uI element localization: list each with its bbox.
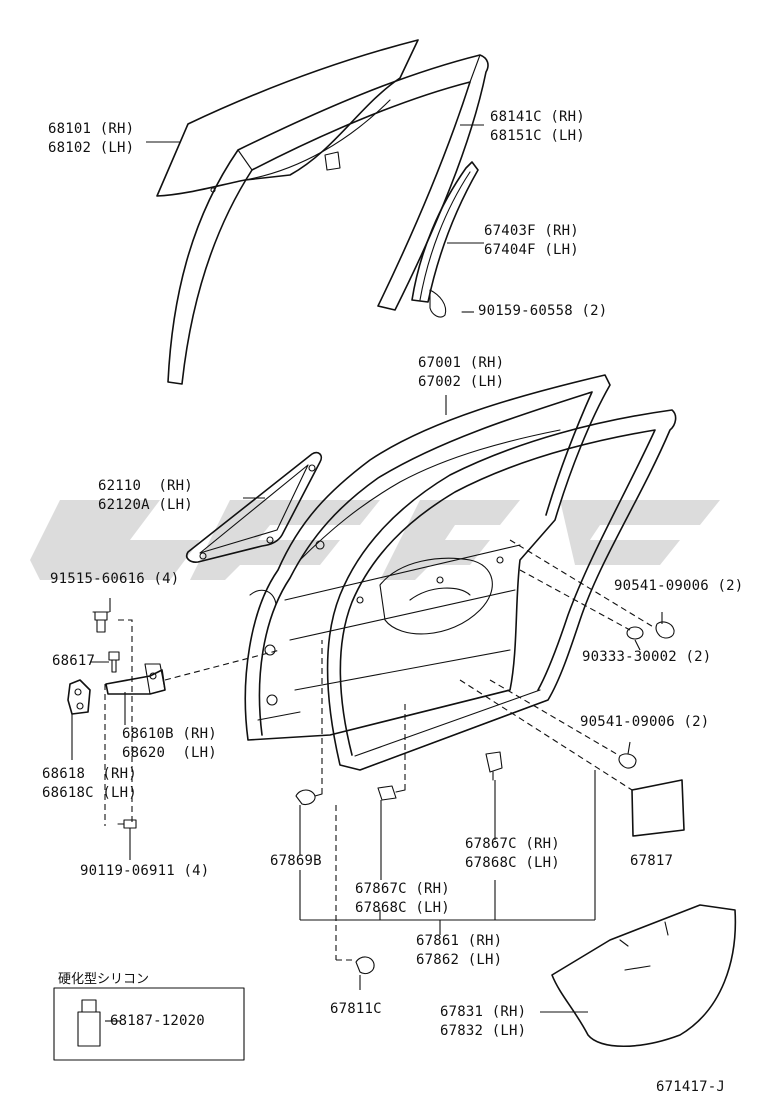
- clip-67867c-right: [485, 751, 503, 781]
- door-panel: [244, 374, 611, 741]
- seal-67817: [631, 779, 685, 837]
- door-hinge-lower: [67, 679, 91, 715]
- label-bolt-90119: 90119-06911 (4): [80, 863, 210, 879]
- bolt-91515: [92, 611, 110, 633]
- label-hinge-lower-rh: 68618 (RH): [42, 766, 137, 782]
- label-run-channel-rh: 68141C (RH): [490, 109, 585, 125]
- label-run-channel-lh: 68151C (LH): [490, 128, 585, 144]
- label-screw-90159: 90159-60558 (2): [478, 303, 608, 319]
- label-corner-piece-rh: 62110 (RH): [98, 478, 193, 494]
- label-clip-67867c-right-lh: 67868C (LH): [465, 855, 560, 871]
- label-plug-90541-upper: 90541-09006 (2): [614, 578, 744, 594]
- label-corner-piece-lh: 62120A (LH): [98, 497, 193, 513]
- label-hinge-upper-lh: 68620 (LH): [122, 745, 217, 761]
- label-weatherstrip-rh: 67861 (RH): [416, 933, 503, 949]
- assembly-lines: [104, 539, 656, 961]
- door-hinge-upper: [105, 663, 166, 695]
- clip-67867c-left: [377, 785, 406, 801]
- plug-90333: [626, 626, 644, 640]
- label-glass-rh: 68101 (RH): [48, 121, 135, 137]
- label-service-hole-cover-rh: 67831 (RH): [440, 1004, 527, 1020]
- glass-run-channel: [167, 54, 489, 385]
- label-clip-67867c-left-lh: 67868C (LH): [355, 900, 450, 916]
- label-glass-lh: 68102 (LH): [48, 140, 135, 156]
- leader-lines: [71, 124, 663, 1022]
- label-sealant-title: 硬化型シリコン: [58, 972, 150, 987]
- label-clip-67867c-right-rh: 67867C (RH): [465, 836, 560, 852]
- door-glass: [156, 39, 419, 197]
- label-plug-90541-lower: 90541-09006 (2): [580, 714, 710, 730]
- label-weatherstrip-lh: 67862 (LH): [416, 952, 503, 968]
- pin-68617: [108, 651, 120, 673]
- label-bolt-91515: 91515-60616 (4): [50, 571, 180, 587]
- label-rear-channel-lh: 67404F (LH): [484, 242, 579, 258]
- clip-67811c: [355, 956, 375, 975]
- plug-90541-upper: [655, 621, 675, 639]
- label-clip-67811c: 67811C: [330, 1001, 382, 1017]
- plug-90541-lower: [618, 753, 637, 769]
- label-door-panel-lh: 67002 (LH): [418, 374, 505, 390]
- service-hole-cover: [551, 904, 737, 1047]
- door-frame-corner-piece: [185, 451, 323, 563]
- diagram-code: 671417-J: [656, 1079, 726, 1095]
- clip-67869b: [295, 789, 323, 806]
- label-hinge-lower-lh: 68618C (LH): [42, 785, 137, 801]
- label-plug-90333: 90333-30002 (2): [582, 649, 712, 665]
- label-seal-67817: 67817: [630, 853, 674, 869]
- label-clip-67867c-left-rh: 67867C (RH): [355, 881, 450, 897]
- label-service-hole-cover-lh: 67832 (LH): [440, 1023, 527, 1039]
- door-weatherstrip: [326, 409, 677, 771]
- label-door-panel-rh: 67001 (RH): [418, 355, 505, 371]
- label-sealant-part: 68187-12020: [110, 1013, 205, 1029]
- rear-run-channel: [411, 161, 479, 318]
- label-clip-67869b: 67869B: [270, 853, 322, 869]
- label-pin-68617: 68617: [52, 653, 96, 669]
- label-hinge-upper-rh: 68610B (RH): [122, 726, 217, 742]
- label-rear-channel-rh: 67403F (RH): [484, 223, 579, 239]
- sealant-box: [53, 987, 245, 1061]
- bolt-90119: [117, 819, 137, 829]
